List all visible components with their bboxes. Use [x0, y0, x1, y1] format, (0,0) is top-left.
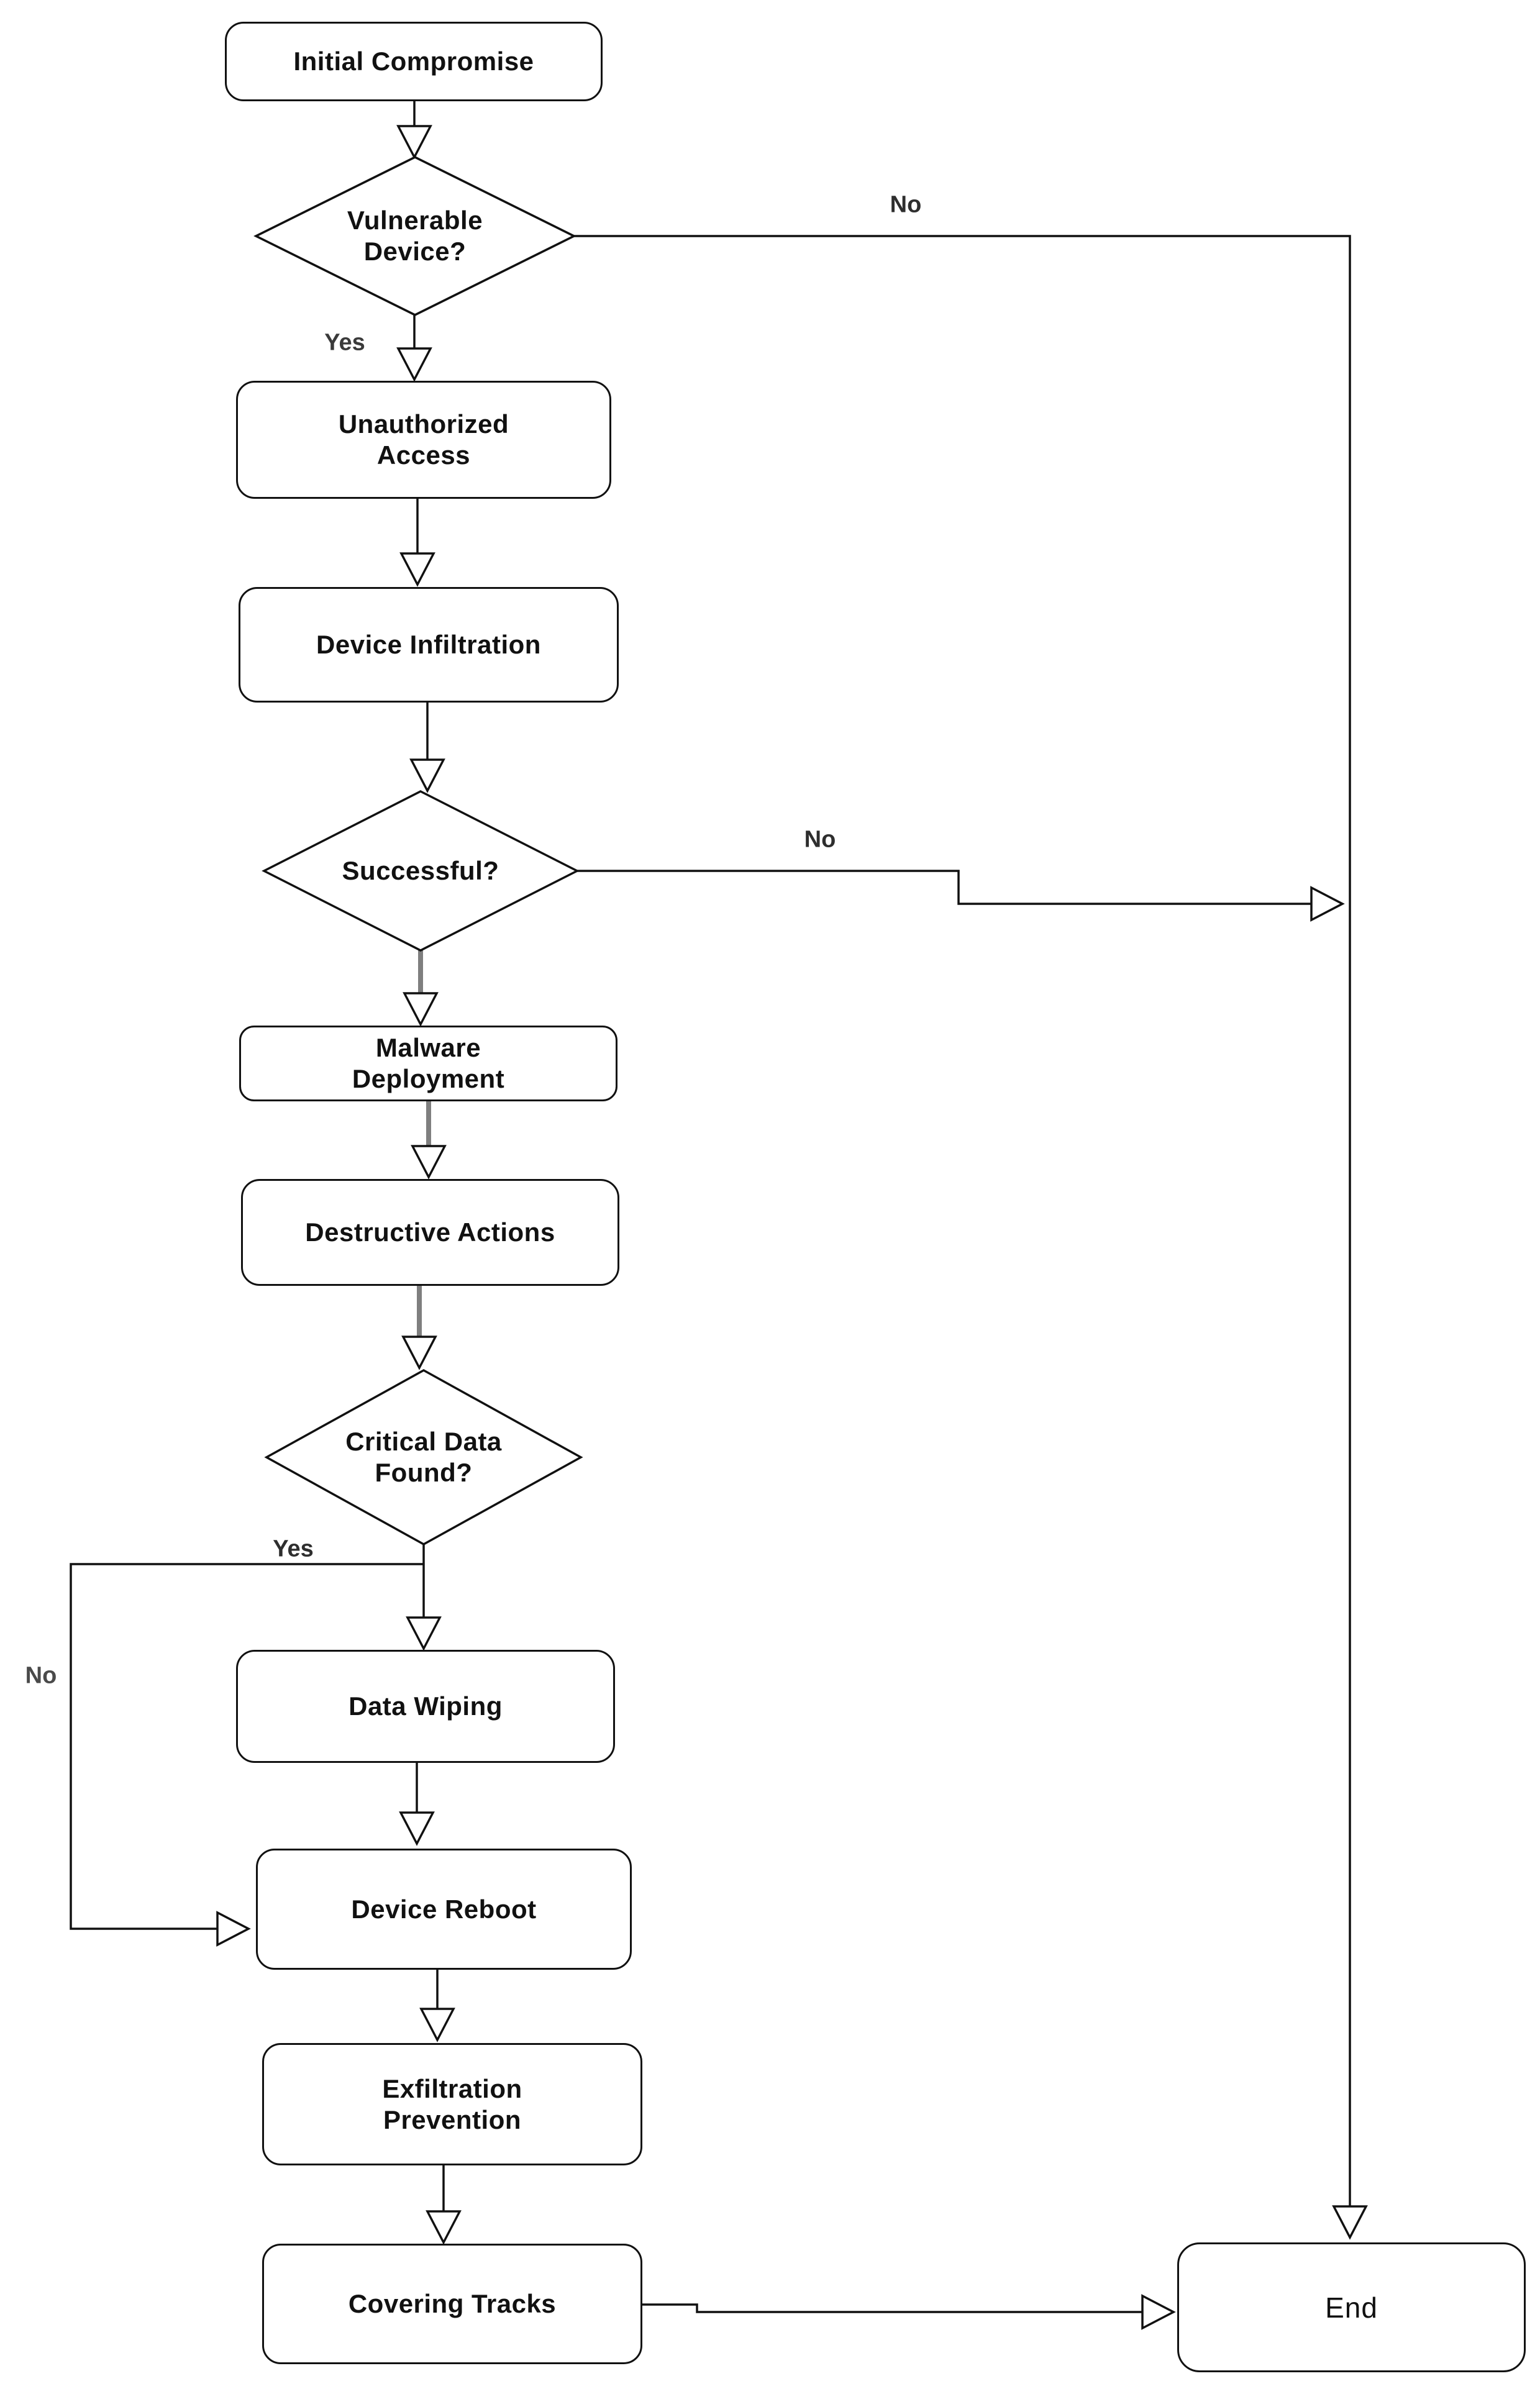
node-exfiltration-prevention: Exfiltration Prevention — [262, 2043, 642, 2165]
arrowhead-down-icon — [396, 347, 432, 382]
arrowhead-down-icon — [409, 758, 445, 793]
arrowhead-down-icon — [401, 1336, 437, 1370]
edge-label-vulnerable-yes: Yes — [324, 329, 365, 356]
arrowhead-right-icon — [1141, 2294, 1176, 2330]
arrowhead-down-icon — [399, 552, 435, 587]
arrowhead-down-icon — [419, 2008, 455, 2042]
node-label: Successful? — [342, 856, 499, 886]
node-destructive-actions: Destructive Actions — [241, 1179, 619, 1286]
node-device-reboot: Device Reboot — [256, 1849, 632, 1970]
arrowhead-right-icon — [1310, 886, 1345, 922]
arrowhead-down-icon — [426, 2210, 462, 2245]
decision-label-vulnerable-device: Vulnerable Device? — [291, 186, 539, 286]
node-covering-tracks: Covering Tracks — [262, 2244, 642, 2364]
decision-successful — [262, 790, 580, 952]
arrowhead-down-icon — [406, 1616, 442, 1651]
decision-label-successful: Successful? — [296, 821, 545, 921]
decision-label-critical-data-found: Critical Data Found? — [299, 1408, 548, 1507]
decision-critical-data-found — [264, 1368, 583, 1546]
arrowhead-down-icon — [403, 992, 439, 1027]
node-label: Device Infiltration — [316, 630, 541, 660]
edge-vulnerable-no-to-end — [574, 235, 1351, 2206]
arrowhead-down-icon — [396, 125, 432, 160]
node-label: Malware Deployment — [352, 1033, 505, 1093]
edge-label-critical-no: No — [25, 1662, 57, 1689]
node-label: Device Reboot — [351, 1894, 537, 1924]
node-label: Critical Data Found? — [345, 1427, 502, 1487]
edge-label-vulnerable-no: No — [890, 191, 922, 218]
node-label: End — [1325, 2291, 1378, 2324]
node-unauthorized-access: Unauthorized Access — [236, 381, 611, 499]
arrowhead-down-icon — [399, 1811, 435, 1846]
arrowhead-right-icon — [216, 1911, 251, 1947]
node-malware-deployment: Malware Deployment — [239, 1026, 617, 1101]
node-label: Vulnerable Device? — [347, 206, 483, 266]
node-label: Initial Compromise — [293, 47, 534, 76]
node-device-infiltration: Device Infiltration — [239, 587, 619, 703]
edge-critical-no-to-reboot — [70, 1563, 424, 1930]
arrowhead-down-icon — [1332, 2205, 1368, 2240]
decision-vulnerable-device — [253, 156, 576, 316]
node-end: End — [1177, 2242, 1526, 2372]
arrowhead-down-icon — [411, 1145, 447, 1180]
node-initial-compromise: Initial Compromise — [225, 22, 603, 101]
edge-label-critical-yes: Yes — [273, 1536, 314, 1562]
edge-covering-to-end — [642, 2303, 1142, 2313]
edge-label-successful-no: No — [804, 826, 836, 853]
node-label: Destructive Actions — [305, 1217, 555, 1247]
node-label: Data Wiping — [349, 1691, 503, 1721]
node-label: Exfiltration Prevention — [382, 2073, 522, 2134]
node-data-wiping: Data Wiping — [236, 1650, 615, 1763]
node-label: Unauthorized Access — [338, 409, 509, 470]
node-label: Covering Tracks — [348, 2289, 557, 2319]
edge-successful-no — [577, 870, 1311, 905]
